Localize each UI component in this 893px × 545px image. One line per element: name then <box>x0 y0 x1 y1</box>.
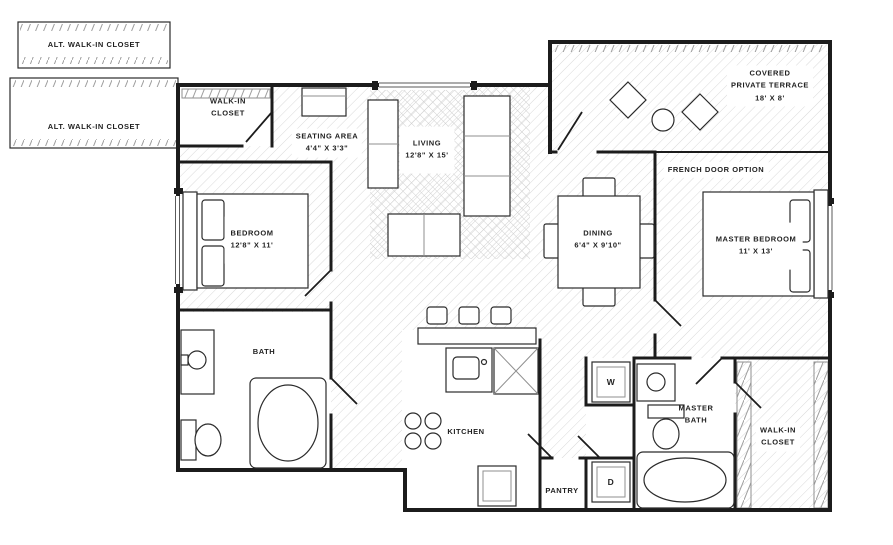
master-closet-door <box>734 381 762 409</box>
dryer-door <box>577 435 601 459</box>
label-bath: BATH <box>253 346 275 358</box>
room-name: COVERED <box>749 68 791 78</box>
bath-toilet <box>180 419 222 461</box>
living-sofa-bottom <box>387 213 461 257</box>
label-walk-in-closet-top: WALK-IN CLOSET <box>210 96 246 121</box>
room-name: SEATING AREA <box>295 131 359 141</box>
room-name: PRIVATE TERRACE <box>731 80 809 90</box>
appliance-letter: D <box>607 476 615 487</box>
exterior-walls <box>176 40 832 512</box>
bedroom-window <box>173 188 183 293</box>
living-window <box>372 80 477 90</box>
living-sofa-left <box>367 99 399 189</box>
label-alt-closet-1: ALT. WALK-IN CLOSET <box>48 39 140 51</box>
room-name: KITCHEN <box>447 426 485 436</box>
label-master-bath: MASTER BATH <box>679 403 714 428</box>
room-dims: 11' X 13' <box>739 247 773 256</box>
terrace-chair <box>681 93 719 131</box>
terrace-table <box>651 108 675 132</box>
bar-stool <box>458 306 480 325</box>
kitchen-burners <box>404 412 442 450</box>
label-french-door-option: FRENCH DOOR OPTION <box>663 161 769 179</box>
kitchen-island <box>417 306 537 345</box>
master-bath-vanity <box>636 363 676 402</box>
bath-door <box>330 377 358 405</box>
label-terrace: COVERED PRIVATE TERRACE 18' X 8' <box>727 65 813 107</box>
label-dryer: D <box>608 475 615 489</box>
room-name: ALT. WALK-IN CLOSET <box>47 39 141 49</box>
windows <box>173 80 835 298</box>
label-pantry: PANTRY <box>545 485 578 497</box>
bedroom-door <box>304 269 332 297</box>
room-name: MASTER BEDROOM <box>715 234 797 244</box>
seating-armchair <box>301 87 347 117</box>
label-alt-closet-2: ALT. WALK-IN CLOSET <box>48 121 140 133</box>
label-walk-in-closet-right: WALK-IN CLOSET <box>756 422 800 452</box>
room-name: PANTRY <box>545 485 579 495</box>
label-kitchen: KITCHEN <box>447 426 484 438</box>
alt-closet-boxes <box>9 21 179 149</box>
room-dims: 12'8" X 15' <box>405 151 449 160</box>
room-name: WALK-IN <box>760 425 796 435</box>
label-dining: DINING 6'4" X 9'10" <box>574 228 621 253</box>
closet-door <box>245 111 273 143</box>
room-name: ALT. WALK-IN CLOSET <box>47 121 141 131</box>
room-name: WALK-IN <box>210 96 246 106</box>
annotation-text: FRENCH DOOR OPTION <box>667 164 765 174</box>
washer-box <box>591 361 631 403</box>
room-name: MASTER <box>678 403 714 413</box>
bath-vanity <box>180 329 215 395</box>
terrace-door <box>557 111 583 151</box>
closet-shelves <box>181 45 829 509</box>
bar-stool <box>426 306 448 325</box>
room-name: BATH <box>684 416 708 425</box>
room-name: CLOSET <box>211 109 245 118</box>
kitchen-cabinet <box>477 465 517 507</box>
room-dims: 12'8" X 11' <box>230 241 274 250</box>
living-sectional <box>463 95 511 217</box>
dryer-box <box>591 461 631 503</box>
label-living: LIVING 12'8" X 15' <box>399 126 455 174</box>
kitchen-sink <box>445 347 493 393</box>
master-bath-tub <box>636 451 735 509</box>
bath-tub <box>249 377 327 469</box>
label-bedroom: BEDROOM 12'8" X 11' <box>224 216 280 264</box>
room-dims: 18' X 8' <box>755 93 785 103</box>
counter <box>417 327 537 345</box>
master-bedroom-door <box>654 299 682 327</box>
terrace-chair <box>609 81 647 119</box>
room-dims: 6'4" X 9'10" <box>574 241 622 250</box>
room-name: BEDROOM <box>230 228 274 238</box>
room-dims: 4'4" X 3'3" <box>305 144 349 153</box>
room-name: DINING <box>583 228 613 238</box>
interior-walls <box>176 83 832 512</box>
room-name: CLOSET <box>761 438 795 447</box>
label-washer: W <box>607 375 616 389</box>
dining-table-set <box>543 177 655 307</box>
door-leaves <box>245 111 762 459</box>
label-master-bedroom: MASTER BEDROOM 11' X 13' <box>709 222 803 270</box>
bar-stool <box>490 306 512 325</box>
pantry-door <box>527 433 553 459</box>
label-seating-area: SEATING AREA 4'4" X 3'3" <box>291 128 363 158</box>
terrace-furniture <box>609 81 719 132</box>
kitchen-stove <box>493 347 539 395</box>
master-bath-door <box>695 357 723 385</box>
master-bath-toilet <box>647 404 685 450</box>
appliance-letter: W <box>606 376 616 387</box>
room-name: LIVING <box>412 138 442 148</box>
room-name: BATH <box>252 346 276 356</box>
